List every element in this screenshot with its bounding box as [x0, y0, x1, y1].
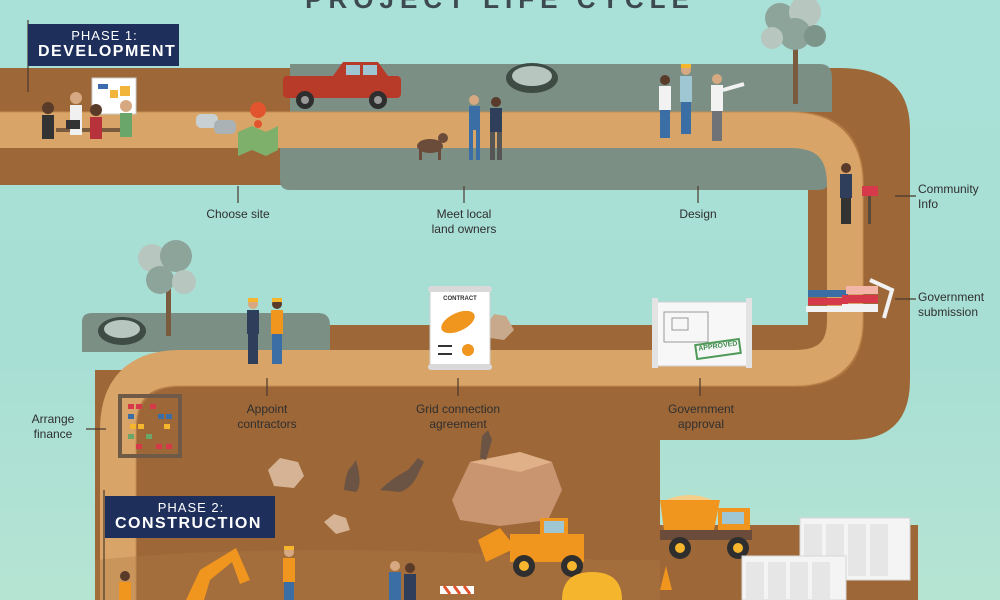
traffic-cone-icon: [660, 566, 672, 590]
step-arrange-finance: Arrange finance: [22, 412, 84, 442]
barrier-icon: [440, 585, 474, 595]
step-label-line1: Grid connection: [415, 402, 501, 416]
contract-heading: CONTRACT: [443, 296, 477, 302]
dog-icon: [417, 133, 448, 160]
step-label-line1: Government: [667, 402, 735, 416]
step-label-line2: contractors: [237, 417, 297, 431]
contract-scroll-icon: [428, 286, 492, 370]
rock-outcrop-icon: [452, 430, 562, 526]
step-label-line2: land owners: [431, 222, 497, 236]
phase-1-name: DEVELOPMENT: [38, 43, 177, 60]
step-label-line2: Info: [918, 197, 939, 211]
pickup-truck-icon: [283, 62, 401, 109]
contractors-icon: [247, 298, 283, 364]
excavator-icon: [186, 548, 250, 600]
grass-patch-left: [82, 313, 330, 352]
step-grid-connection: Grid connection agreement: [400, 402, 516, 432]
tree-icon-left: [138, 240, 196, 336]
battery-storage-icon: [741, 517, 911, 600]
step-label-line2: submission: [918, 305, 979, 319]
binoculars-icon: [196, 114, 236, 134]
step-label-line1: Arrange: [31, 412, 75, 426]
approval-blueprint-icon: [652, 298, 752, 368]
bush-icon-top: [506, 63, 558, 93]
cat-icon: [344, 460, 360, 492]
step-label: Design: [679, 207, 717, 221]
front-loader-icon: [478, 518, 584, 577]
rock-icon: [486, 314, 514, 340]
winding-road: [0, 112, 863, 600]
step-label-line1: Appoint: [246, 402, 288, 416]
document-stack-icon: [806, 278, 895, 319]
phase-1-banner: PHASE 1: DEVELOPMENT: [28, 24, 179, 66]
step-community-info: Community Info: [918, 182, 996, 212]
step-government-submission: Government submission: [918, 290, 998, 320]
bush-icon-left: [98, 317, 146, 345]
step-label-line1: Meet local: [436, 207, 492, 221]
step-label-line2: approval: [677, 417, 725, 431]
land-owners-icon: [469, 95, 502, 160]
map-pin-icon: [238, 102, 278, 156]
phase-1-number: PHASE 1:: [71, 28, 138, 43]
planning-meeting-icon: [42, 77, 137, 139]
step-design: Design: [668, 207, 728, 222]
phase-2-name: CONSTRUCTION: [115, 515, 262, 532]
rocks-icon: [268, 458, 350, 534]
community-info-icon: [840, 163, 878, 224]
step-label-line2: finance: [33, 427, 73, 441]
step-label-line1: Government: [918, 290, 985, 304]
step-government-approval: Government approval: [656, 402, 746, 432]
step-meet-land-owners: Meet local land owners: [410, 207, 518, 237]
workers-icon: [119, 546, 416, 600]
hard-hat-icon: [562, 572, 622, 600]
phase-2-number: PHASE 2:: [157, 500, 225, 515]
step-choose-site: Choose site: [190, 207, 286, 222]
design-team-icon: [659, 64, 745, 141]
kangaroo-icon: [380, 458, 424, 492]
page-title: PROJECT LIFE CYCLE: [0, 0, 1000, 15]
step-appoint-contractors: Appoint contractors: [222, 402, 312, 432]
dump-truck-icon: [660, 495, 752, 559]
tree-icon-top-right: [761, 0, 826, 104]
step-label: Choose site: [206, 207, 270, 221]
step-label-line2: agreement: [429, 417, 487, 431]
phase-2-banner: PHASE 2: CONSTRUCTION: [105, 496, 275, 538]
abacus-icon: [118, 394, 182, 458]
grass-patch-lower-top: [280, 148, 830, 190]
step-label-line1: Community: [918, 182, 979, 196]
